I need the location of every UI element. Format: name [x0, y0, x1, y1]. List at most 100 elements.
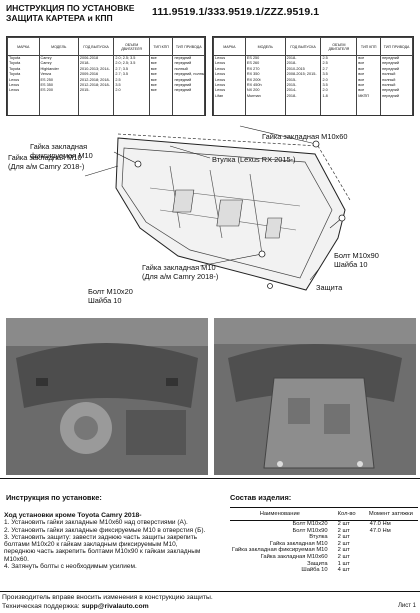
part-torque	[364, 547, 418, 554]
part-name: Гайка закладная M10x60	[260, 553, 328, 560]
document-header: ИНСТРУКЦИЯ ПО УСТАНОВКЕ ЗАЩИТА КАРТЕРА и…	[6, 3, 414, 33]
vehicle-cell: 2018-	[284, 61, 322, 67]
instruction-step: болтами M10x20 к гайкам закладным фиксир…	[4, 541, 178, 549]
part-torque	[364, 554, 418, 561]
part-torque	[364, 561, 418, 568]
vehicle-col-header: ОБЪЕМ ДВИГАТЕЛЯ	[113, 37, 150, 56]
vehicle-col-header: МАРКА	[213, 37, 246, 56]
vehicle-cell: 2.0	[320, 88, 358, 94]
page-number: Лист 1	[397, 603, 416, 609]
document-subtitle: ЗАЩИТА КАРТЕРА и КПП	[6, 13, 113, 23]
vehicle-cell: Murman	[244, 93, 286, 100]
vehicle-cell: 2015-	[284, 77, 322, 84]
part-qty: 2 шт	[337, 521, 350, 527]
vehicle-cell: передний	[380, 55, 413, 62]
vehicle-row-filler	[7, 93, 205, 115]
vehicle-cell-empty	[148, 93, 174, 115]
vehicle-cell: 2008-2015; 2015-	[284, 72, 322, 78]
vehicle-cell-empty	[356, 99, 382, 115]
vehicle-cell: передний	[172, 88, 205, 94]
part-qty: 1 шт	[337, 560, 350, 567]
vehicle-col-header: ОБЪЕМ ДВИГАТЕЛЯ	[320, 37, 358, 56]
vehicle-cell: 2010-2015	[284, 66, 322, 73]
vehicle-cell: передний	[380, 66, 413, 73]
vehicle-cell: передний, полный	[172, 72, 205, 78]
parts-row: Гайка закладная M10x60 2 шт	[230, 554, 418, 561]
vehicle-cell: 2.5	[320, 55, 358, 62]
part-qty: 2 шт	[337, 540, 350, 547]
parts-row: Шайба 10 4 шт	[230, 567, 418, 574]
vehicle-cell-empty	[172, 93, 205, 115]
vehicle-cell: RX 450h	[244, 83, 286, 89]
document-footer: Производитель вправе вносить изменения в…	[0, 591, 420, 613]
vehicle-cell: 2.0	[320, 77, 358, 84]
vehicle-cell: 2.0; 2.5; 3.5	[113, 61, 150, 67]
vehicle-cell: RX 350	[244, 72, 286, 78]
parts-title: Состав изделия:	[230, 493, 292, 502]
parts-row: Гайка закладная M10 2 шт	[230, 541, 418, 548]
vehicle-col-header: ТИП КПП	[148, 37, 174, 56]
part-qty: 2 шт	[337, 547, 350, 554]
instructions-subtitle: Ход установки кроме Toyota Camry 2018-	[4, 512, 142, 519]
photo-before-install	[6, 318, 208, 475]
vehicle-cell: полный	[380, 83, 413, 89]
part-qty: 2 шт	[337, 534, 350, 541]
vehicle-col-header: МАРКА	[7, 37, 40, 56]
part-qty: 4 шт	[337, 567, 350, 574]
callout-nut-camry-bottom: Гайка закладная M10 (Для а/м Camry 2018-…	[142, 263, 219, 281]
vehicle-cell: 2.5	[320, 61, 358, 67]
photo-after-install	[214, 318, 416, 475]
vehicle-cell: 2014-	[284, 88, 322, 94]
vehicle-cell: 3.5	[320, 72, 358, 78]
vehicle-col-header: ТИП ПРИВОДА	[172, 37, 205, 56]
vehicle-cell: 2018-	[284, 93, 322, 100]
vehicle-cell: 2.0	[113, 88, 150, 94]
vehicle-col-header: ГОД ВЫПУСКА	[284, 37, 322, 56]
part-torque	[364, 534, 418, 541]
vehicle-cell: NX 200	[244, 88, 286, 94]
part-name: Гайка закладная M10	[269, 540, 328, 547]
part-name: Шайба 10	[301, 567, 328, 574]
part-codes: 111.9519.1/333.9519.1/ZZZ.9519.1	[152, 6, 320, 18]
part-name: Болт M10x90	[292, 527, 328, 534]
support-label: Техническая поддержка:	[2, 603, 82, 610]
instruction-step: переднюю часть закрепить болтами M10x90 …	[4, 548, 201, 556]
vehicle-cell: 2015-	[284, 83, 322, 89]
part-qty: 2 шт	[337, 553, 350, 560]
vehicle-cell: ES 260	[244, 61, 286, 67]
vehicle-cell: 2018-	[284, 55, 322, 62]
vehicle-cell: 2.0; 2.5; 3.5	[113, 55, 150, 62]
support-email-link[interactable]: supp@rivalauto.com	[81, 603, 149, 610]
installation-diagram: Гайка закладная M10x60 Гайка закладная ф…	[0, 118, 420, 318]
vehicle-cell: полный	[380, 77, 413, 84]
vehicle-col-header: ТИП КПП	[356, 37, 382, 56]
vehicle-cell: 3.5	[320, 83, 358, 89]
vehicle-cell-empty	[38, 93, 79, 115]
instruction-step: M10x60.	[4, 555, 29, 563]
vehicle-cell-empty	[320, 99, 358, 115]
vehicle-cell: передний	[380, 93, 413, 100]
instruction-step: 4. Затянуть болты с необходимым усилием.	[4, 563, 137, 571]
vehicle-cell-empty	[244, 99, 286, 115]
vehicle-cell: 2.5	[113, 77, 150, 84]
vehicle-cell-empty	[213, 99, 246, 115]
part-torque	[364, 541, 418, 548]
callout-nut-m10x60: Гайка закладная M10x60	[262, 132, 348, 141]
